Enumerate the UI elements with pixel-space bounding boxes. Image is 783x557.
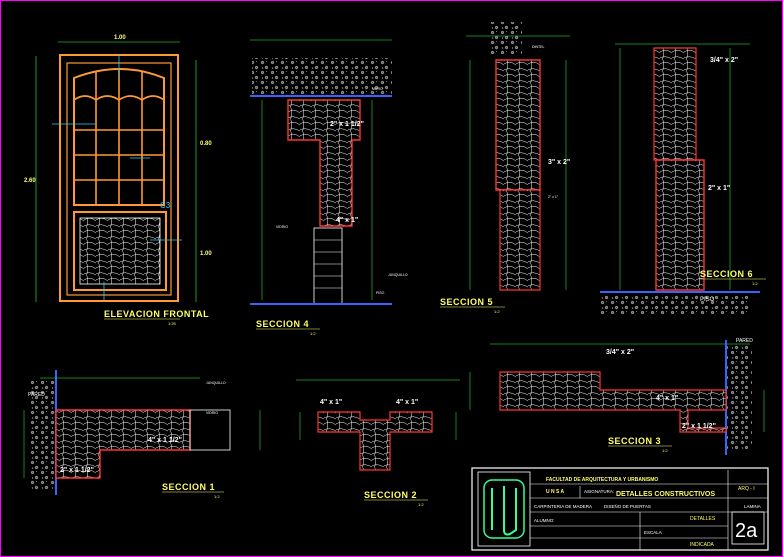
s6-label-b: 2" x 1" bbox=[708, 185, 730, 192]
s4-title: SECCION 4 bbox=[256, 319, 309, 329]
s1-label-glass: VIDRIO bbox=[206, 411, 218, 415]
s2-scale: 1:2 bbox=[418, 502, 424, 507]
tb-scale: INDICADA bbox=[690, 542, 715, 548]
tb-sheet-title: DETALLES CONSTRUCTIVOS bbox=[616, 491, 715, 498]
section-6-view: 3/4" x 2" 2" x 1" PISO SECCION 6 1:2 bbox=[600, 43, 766, 314]
university-logo bbox=[483, 479, 525, 539]
s3-label-c: 2" x 1 1/2" bbox=[682, 423, 716, 430]
s6-scale: 1:2 bbox=[752, 281, 758, 286]
s1-label-b: 2" x 1 1/2" bbox=[60, 467, 94, 474]
tb-row1: CARPINTERIA DE MADERA bbox=[534, 504, 592, 509]
s4-label-wood: 2" x 1 1/2" bbox=[330, 121, 364, 128]
s6-label-floor: PISO bbox=[700, 297, 715, 303]
section-3-view: PARED 3/4" x 2" 4" x 1" 2" x 1 1/2" SECC… bbox=[469, 338, 765, 455]
s4-label-floor: PISO bbox=[376, 291, 385, 295]
s1-label-mold: JUNQUILLO bbox=[206, 381, 226, 385]
s4-scale: 1:2 bbox=[310, 331, 316, 336]
s1-label-wall: PARED bbox=[28, 392, 45, 398]
s1-scale: 1:2 bbox=[214, 494, 220, 499]
section-4-view: MURO 2" x 1 1/2" 4" x 1" VIDRIO JUNQUILL… bbox=[250, 39, 408, 336]
elevation-dim-upper: 0.80 bbox=[200, 141, 212, 147]
elevation-dim-height: 2.60 bbox=[24, 178, 36, 184]
title-block: FACULTAD DE ARQUITECTURA Y URBANISMO U N… bbox=[471, 467, 769, 551]
s3-label-b: 4" x 1" bbox=[656, 395, 678, 402]
elevation-dim-lower: 1.00 bbox=[200, 251, 212, 257]
s3-scale: 1:2 bbox=[662, 448, 668, 453]
elevation-dim-width: 1.00 bbox=[114, 35, 126, 41]
tb-row3: DETALLES bbox=[690, 516, 716, 522]
s3-label-a: 3/4" x 2" bbox=[606, 349, 634, 356]
elevation-tag: C3 bbox=[160, 201, 171, 210]
s5-label-top: DINTEL bbox=[532, 45, 545, 49]
s2-label-b: 4" x 1" bbox=[396, 399, 418, 406]
tb-sheet-label: LAMINA bbox=[744, 504, 761, 509]
s4-label-glass: VIDRIO bbox=[276, 225, 288, 229]
s1-title: SECCION 1 bbox=[162, 482, 215, 492]
section-2-view: 4" x 1" 4" x 1" SECCION 2 1:2 bbox=[296, 379, 460, 507]
tb-author: ALUMNO: bbox=[534, 518, 555, 523]
s1-label-a: 4" x 1 1/2" bbox=[148, 437, 182, 444]
tb-faculty: FACULTAD DE ARQUITECTURA Y URBANISMO bbox=[546, 477, 658, 483]
tb-scale-label: ESCALA bbox=[644, 530, 662, 535]
s4-label-wood2: 4" x 1" bbox=[336, 217, 358, 224]
tb-subject-code: ARQ - I bbox=[738, 486, 755, 492]
elevation-scale: 1:25 bbox=[168, 321, 177, 326]
elevation-view: 1.00 2.60 0.80 1.00 C3 ELEVACION FRONTAL bbox=[24, 35, 212, 326]
tb-sheet-number: 2a bbox=[735, 520, 758, 542]
tb-subject-label: ASIGNATURA: bbox=[584, 489, 614, 494]
s6-label-a: 3/4" x 2" bbox=[710, 57, 738, 64]
s5-label-a: 3" x 2" bbox=[548, 159, 570, 166]
s5-label-b: 2" x 1" bbox=[548, 195, 559, 199]
s5-title: SECCION 5 bbox=[440, 297, 493, 307]
tb-uni: U N S A bbox=[546, 489, 565, 495]
s6-title: SECCION 6 bbox=[700, 269, 753, 279]
s2-label-a: 4" x 1" bbox=[320, 399, 342, 406]
s4-label-top: MURO bbox=[372, 87, 383, 91]
s3-title: SECCION 3 bbox=[608, 436, 661, 446]
section-1-view: PARED 4" x 1 1/2" 2" x 1 1/2" JUNQUILLO … bbox=[23, 370, 261, 499]
elevation-title: ELEVACION FRONTAL bbox=[104, 309, 209, 319]
section-5-view: DINTEL 3" x 2" 2" x 1" SECCION 5 1:2 bbox=[440, 22, 570, 314]
s5-scale: 1:2 bbox=[494, 309, 500, 314]
tb-row2: DISEÑO DE PUERTAS bbox=[604, 503, 651, 509]
s4-label-mold: JUNQUILLO bbox=[388, 273, 408, 277]
s3-label-wall: PARED bbox=[736, 338, 753, 344]
s2-title: SECCION 2 bbox=[364, 490, 417, 500]
